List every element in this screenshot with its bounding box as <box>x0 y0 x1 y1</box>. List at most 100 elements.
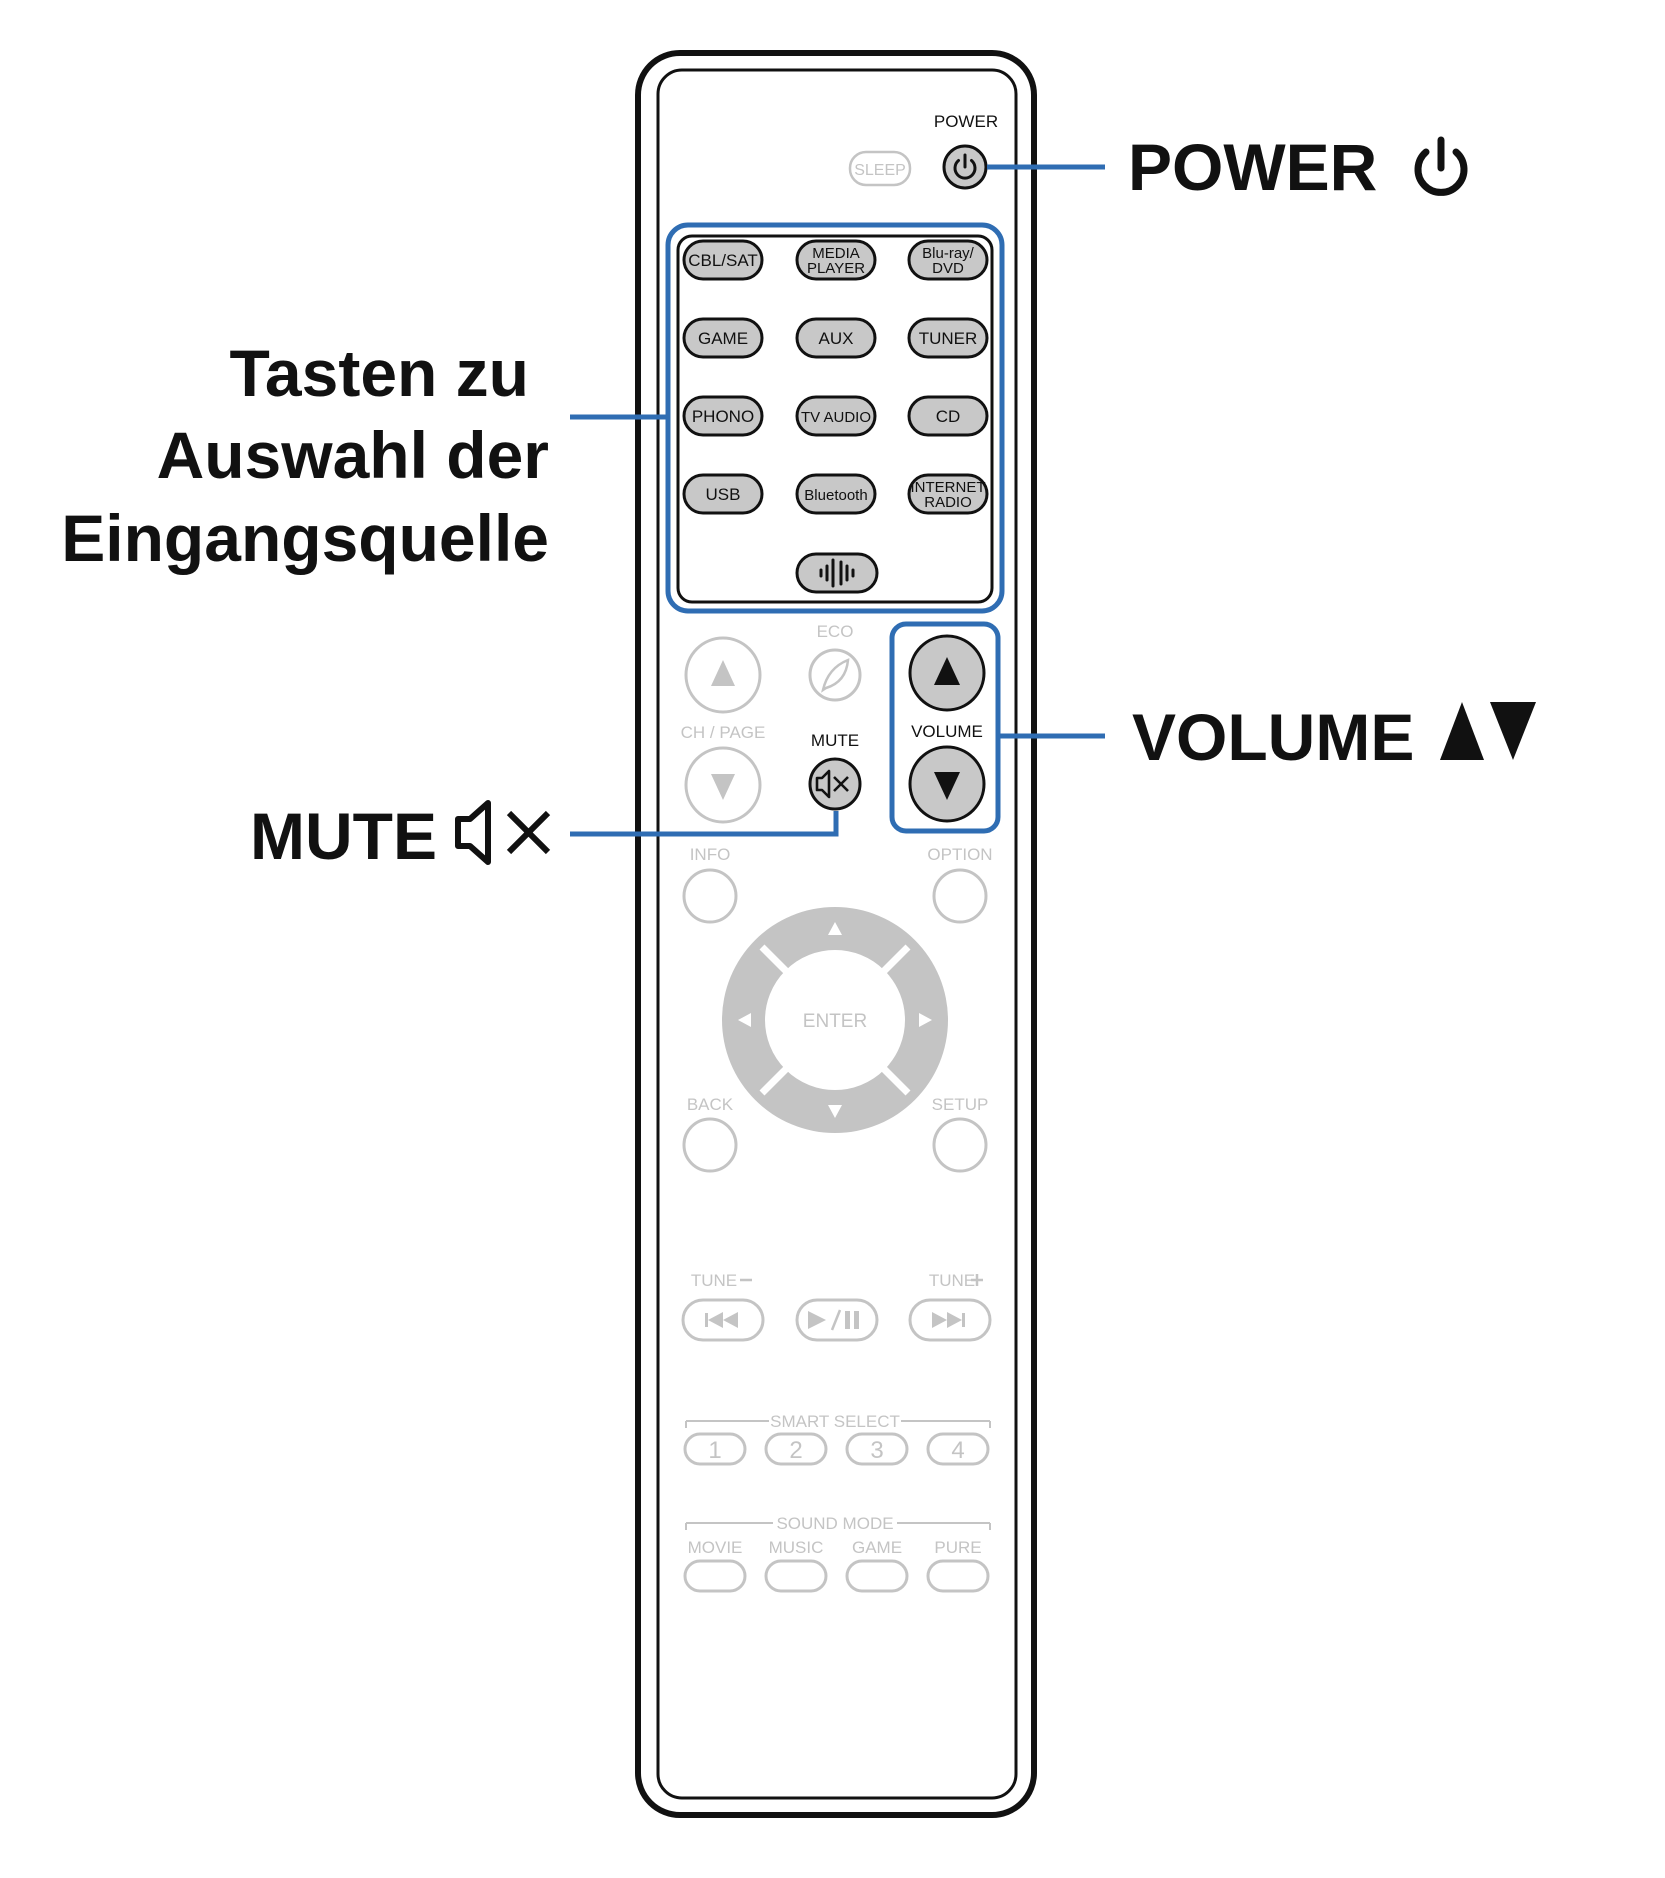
sound-mode-button-movie[interactable] <box>683 1559 747 1593</box>
mute-button[interactable] <box>808 757 862 811</box>
cursor-right-icon <box>919 1013 932 1027</box>
input-button-label: USB <box>706 485 741 504</box>
cursor-left-icon <box>738 1013 751 1027</box>
sound-mode-buttons: MOVIE MUSIC GAME PURE <box>683 1538 990 1593</box>
power-icon <box>953 153 977 180</box>
sound-mode-label-movie: MOVIE <box>688 1538 743 1557</box>
sound-mode-label-game: GAME <box>852 1538 902 1557</box>
mute-callout-line <box>570 811 839 837</box>
sound-mode-button-music[interactable] <box>764 1559 828 1593</box>
smart-select-number: 2 <box>789 1437 802 1464</box>
mute-callout: MUTE <box>250 799 437 873</box>
skip-forward-icon <box>932 1312 965 1328</box>
smart-select-number: 4 <box>951 1437 964 1464</box>
sleep-button-label: SLEEP <box>854 162 906 179</box>
volume-up-arrow-icon <box>934 657 960 685</box>
down-triangle-icon <box>1490 702 1536 760</box>
info-label: INFO <box>690 845 731 864</box>
sound-mode-label-music: MUSIC <box>769 1538 824 1557</box>
enter-button[interactable]: ENTER <box>803 1011 867 1032</box>
input-button-bluray-dvd[interactable]: Blu-ray/DVD <box>907 239 989 281</box>
power-button[interactable] <box>942 144 988 190</box>
volume-label: VOLUME <box>911 722 983 741</box>
ch-up-arrow-icon <box>711 660 735 686</box>
plus-icon <box>971 1274 983 1286</box>
sound-mode-label-pure: PURE <box>934 1538 981 1557</box>
sound-mode-button-pure[interactable] <box>926 1559 990 1593</box>
input-button-cbl-sat[interactable]: CBL/SAT <box>682 239 764 281</box>
input-button-label: PHONO <box>692 407 754 426</box>
sound-mode-label: SOUND MODE <box>776 1514 893 1533</box>
volume-callout: VOLUME <box>1132 700 1414 774</box>
mute-button-label: MUTE <box>811 731 859 750</box>
heos-button[interactable] <box>795 552 879 594</box>
volume-highlight <box>889 621 1001 834</box>
smart-select-button-1[interactable]: 1 <box>683 1432 747 1466</box>
input-select-callout-line1: Tasten zu <box>230 336 529 410</box>
input-button-cd[interactable]: CD <box>907 395 989 437</box>
skip-back-icon <box>705 1312 738 1328</box>
cursor-down-icon <box>828 1105 842 1118</box>
setup-button[interactable] <box>932 1117 988 1173</box>
input-button-label: DVD <box>932 260 964 277</box>
input-button-label: Blu-ray/ <box>922 245 975 262</box>
cursor-pad[interactable] <box>722 907 948 1133</box>
input-button-label: INTERNET <box>911 479 986 496</box>
heos-icon <box>819 558 855 588</box>
input-button-label: TV AUDIO <box>801 409 871 426</box>
input-button-tv-audio[interactable]: TV AUDIO <box>795 395 877 437</box>
power-button-label: POWER <box>934 112 998 131</box>
input-button-label: AUX <box>819 329 854 348</box>
mute-icon <box>455 800 551 865</box>
sound-mode-button-game[interactable] <box>845 1559 909 1593</box>
input-button-usb[interactable]: USB <box>682 473 764 515</box>
smart-select-button-2[interactable]: 2 <box>764 1432 828 1466</box>
back-button[interactable] <box>682 1117 738 1173</box>
back-label: BACK <box>687 1095 734 1114</box>
smart-select-button-4[interactable]: 4 <box>926 1432 990 1466</box>
smart-select-number: 3 <box>870 1437 883 1464</box>
eco-leaf-icon <box>821 658 850 693</box>
volume-up-button[interactable] <box>908 634 986 712</box>
input-select-callout-line3: Eingangsquelle <box>61 501 549 575</box>
setup-label: SETUP <box>932 1095 989 1114</box>
volume-down-arrow-icon <box>934 772 960 800</box>
option-label: OPTION <box>927 845 992 864</box>
tune-minus-label: TUNE <box>691 1271 737 1290</box>
smart-select-label: SMART SELECT <box>770 1412 900 1431</box>
input-button-label: MEDIA <box>812 245 860 262</box>
eco-label: ECO <box>817 622 854 641</box>
input-button-phono[interactable]: PHONO <box>682 395 764 437</box>
input-button-tuner[interactable]: TUNER <box>907 317 989 359</box>
input-button-label: PLAYER <box>807 260 865 277</box>
volume-down-button[interactable] <box>908 745 986 823</box>
play-pause-icon <box>808 1309 859 1331</box>
input-button-label: GAME <box>698 329 748 348</box>
info-button[interactable] <box>682 868 738 924</box>
tune-plus-label: TUNE <box>929 1271 975 1290</box>
up-triangle-icon <box>1440 702 1484 760</box>
input-button-label: RADIO <box>924 494 972 511</box>
eco-button[interactable] <box>808 648 862 702</box>
smart-select-button-3[interactable]: 3 <box>845 1432 909 1466</box>
ch-page-label: CH / PAGE <box>681 723 766 742</box>
sleep-button[interactable] <box>848 150 912 187</box>
cursor-up-icon <box>828 922 842 935</box>
input-button-label: CD <box>936 407 961 426</box>
smart-select-number: 1 <box>708 1437 721 1464</box>
input-button-label: TUNER <box>919 329 978 348</box>
ch-down-arrow-icon <box>711 774 735 800</box>
input-button-game[interactable]: GAME <box>682 317 764 359</box>
smart-select-buttons: 1 2 3 4 <box>683 1432 990 1466</box>
power-icon <box>1414 136 1468 196</box>
input-button-bluetooth[interactable]: Bluetooth <box>795 473 877 515</box>
power-callout: POWER <box>1128 130 1377 204</box>
mute-icon <box>815 769 849 799</box>
option-button[interactable] <box>932 868 988 924</box>
input-button-label: Bluetooth <box>804 487 867 504</box>
input-button-aux[interactable]: AUX <box>795 317 877 359</box>
